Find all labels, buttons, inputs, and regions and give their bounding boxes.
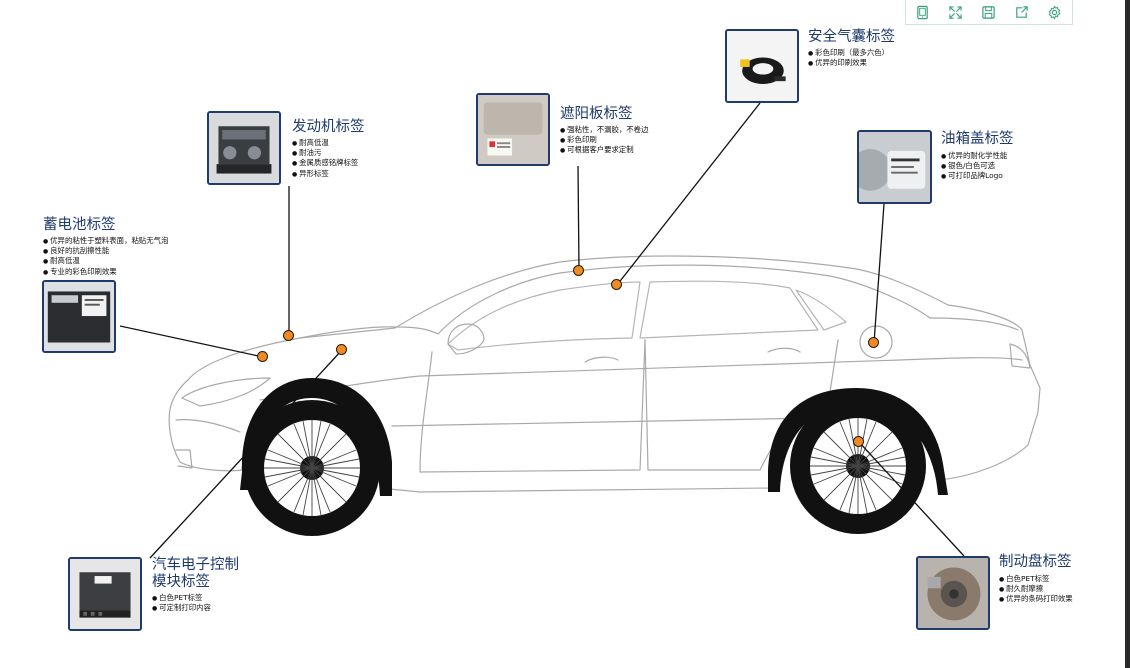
fuelcap-image (859, 132, 930, 202)
share-button[interactable] (1005, 0, 1038, 24)
fuelcap-bullets: 优异的耐化学性能 银色/白色可选 可打印品牌Logo (941, 151, 1007, 182)
save-button[interactable] (972, 0, 1005, 24)
hotspot-airbag[interactable] (611, 279, 622, 290)
airbag-clockspring-image (727, 31, 797, 101)
engine-bullet: 耐高低温 (292, 138, 358, 148)
save-icon (982, 5, 995, 19)
hotspot-battery[interactable] (257, 351, 268, 362)
sunvisor-title: 遮阳板标签 (560, 106, 633, 122)
airbag-thumbnail (725, 29, 799, 103)
fuelcap-title: 油箱盖标签 (941, 131, 1014, 147)
ecu-module-image (70, 559, 140, 629)
ecu-thumbnail (68, 557, 142, 631)
ecu-bullet: 白色PET标签 (152, 593, 211, 603)
fuelcap-bullet: 优异的耐化学性能 (941, 151, 1007, 161)
fuelcap-bullet: 银色/白色可选 (941, 161, 1007, 171)
brake-disc-image (918, 558, 988, 628)
ecu-bullet: 可定制打印内容 (152, 603, 211, 613)
battery-bullet: 专业的彩色印刷效果 (43, 267, 168, 277)
tablet-icon (917, 5, 928, 19)
fullscreen-button[interactable] (939, 0, 972, 24)
hotspot-brake[interactable] (853, 436, 864, 447)
hotspot-ecu[interactable] (336, 344, 347, 355)
engine-image (209, 113, 279, 183)
sunvisor-bullets: 强粘性，不漏胶，不卷边 彩色印刷 可根据客户要求定制 (560, 125, 648, 156)
fuelcap-thumbnail (857, 130, 932, 204)
share-icon (1016, 5, 1028, 18)
hotspot-sunvisor[interactable] (573, 265, 584, 276)
settings-button[interactable] (1038, 0, 1071, 24)
fuelcap-bullet: 可打印品牌Logo (941, 171, 1007, 181)
engine-thumbnail (207, 111, 281, 185)
toolbar (905, 0, 1073, 25)
airbag-bullet: 彩色印刷（最多六色） (808, 48, 889, 58)
engine-bullets: 耐高低温 耐油污 金属质感铭牌标签 异形标签 (292, 138, 358, 179)
brake-title: 制动盘标签 (999, 554, 1072, 570)
engine-bullet: 金属质感铭牌标签 (292, 158, 358, 168)
tablet-view-button[interactable] (906, 0, 939, 24)
airbag-bullet: 优异的印刷效果 (808, 58, 889, 68)
battery-bullet: 优异的粘性于塑料表面，粘贴无气泡 (43, 236, 168, 246)
ecu-bullets: 白色PET标签 可定制打印内容 (152, 593, 211, 613)
brake-bullets: 白色PET标签 耐久耐摩擦 优异的条码打印效果 (999, 574, 1073, 605)
battery-title: 蓄电池标签 (43, 217, 116, 233)
brake-bullet: 耐久耐摩擦 (999, 584, 1073, 594)
battery-bullets: 优异的粘性于塑料表面，粘贴无气泡 良好的抗刮擦性能 耐高低温 专业的彩色印刷效果 (43, 236, 168, 277)
hotspot-fuelcap[interactable] (868, 337, 879, 348)
battery-image (44, 282, 114, 351)
sunvisor-bullet: 可根据客户要求定制 (560, 145, 648, 155)
battery-bullet: 耐高低温 (43, 256, 168, 266)
airbag-bullets: 彩色印刷（最多六色） 优异的印刷效果 (808, 48, 889, 68)
ecu-title: 汽车电子控制模块标签 (152, 557, 239, 590)
battery-thumbnail (42, 280, 116, 353)
airbag-title: 安全气囊标签 (808, 29, 895, 45)
battery-bullet: 良好的抗刮擦性能 (43, 246, 168, 256)
sunvisor-bullet: 强粘性，不漏胶，不卷边 (560, 125, 648, 135)
hotspot-engine[interactable] (283, 330, 294, 341)
engine-bullet: 异形标签 (292, 169, 358, 179)
engine-bullet: 耐油污 (292, 148, 358, 158)
right-edge-bar (1125, 0, 1130, 668)
settings-gear-icon (1048, 4, 1061, 20)
sunvisor-thumbnail (476, 93, 550, 166)
brake-thumbnail (916, 556, 990, 630)
sunvisor-image (478, 95, 548, 164)
brake-bullet: 白色PET标签 (999, 574, 1073, 584)
sunvisor-bullet: 彩色印刷 (560, 135, 648, 145)
fullscreen-icon (949, 5, 962, 19)
brake-bullet: 优异的条码打印效果 (999, 594, 1073, 604)
engine-title: 发动机标签 (292, 119, 365, 135)
